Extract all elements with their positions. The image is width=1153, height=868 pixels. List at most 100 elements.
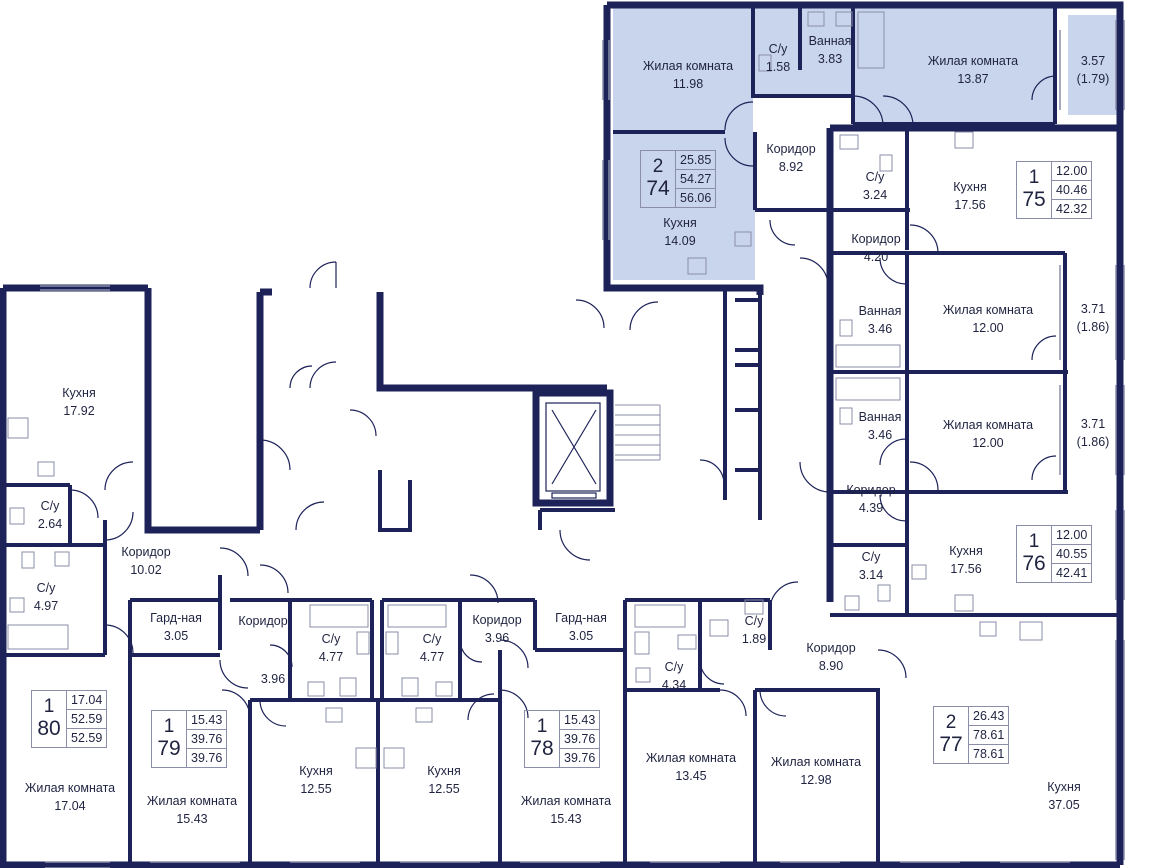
room-name: Жилая комната: [942, 417, 1034, 432]
room-area: 1.58: [765, 60, 791, 74]
room-name: Коридор: [851, 231, 901, 246]
balcony-reduced-area: (1.79): [1076, 72, 1110, 86]
room-name: Ванная: [808, 33, 852, 48]
apartment-rooms: 1: [1028, 167, 1040, 188]
room-area: 4.97: [33, 599, 59, 613]
room-name: Коридор: [472, 612, 522, 627]
apartment-number: 74: [646, 177, 670, 200]
room-name: Кухня: [427, 763, 461, 778]
room-area: 3.96: [260, 671, 286, 686]
room-name: Жилая комната: [770, 754, 862, 769]
total-area: 40.55: [1052, 545, 1092, 564]
room-area: 15.43: [550, 812, 582, 826]
living-area: 15.43: [560, 711, 600, 730]
room-area: 3.24: [862, 188, 888, 202]
apartment-number: 80: [37, 717, 61, 740]
room-area: 3.05: [163, 629, 189, 643]
living-area: 12.00: [1052, 526, 1092, 545]
living-area: 25.85: [676, 151, 716, 170]
apartment-rooms: 2: [945, 712, 957, 733]
room-name: Жилая комната: [24, 780, 116, 795]
room-name: Ванная: [858, 303, 902, 318]
room-label: Жилая комната 13.87: [928, 52, 1018, 88]
room-name: Жилая комната: [146, 793, 238, 808]
total-area-with-balcony: 52.59: [71, 731, 103, 745]
apartment-rooms: 1: [1028, 531, 1040, 552]
room-name: Жилая комната: [642, 58, 734, 73]
room-name: Жилая комната: [942, 302, 1034, 317]
room-area: 13.45: [675, 769, 707, 783]
total-area: 78.61: [969, 726, 1009, 745]
interior-walls: [3, 8, 1117, 865]
room-area: 17.04: [54, 799, 86, 813]
room-label: Жилая комната 12.98: [771, 753, 861, 789]
balcony-label: 3.57 (1.79): [1077, 52, 1110, 88]
total-area-with-balcony: 56.06: [680, 191, 712, 205]
room-area: 4.20: [863, 250, 889, 264]
living-area: 12.00: [1052, 162, 1092, 181]
room-area: 4.39: [858, 501, 884, 515]
room-area: 3.46: [867, 428, 893, 442]
room-label: Гард-ная 3.05: [150, 609, 202, 645]
room-area: 8.92: [778, 160, 804, 174]
room-area: 3.05: [568, 629, 594, 643]
room-area: 12.00: [972, 436, 1004, 450]
total-area-with-balcony: 42.32: [1056, 202, 1088, 216]
apartment-number: 79: [157, 737, 181, 760]
room-name: Жилая комната: [520, 793, 612, 808]
elevator-shaft: [545, 402, 601, 499]
room-name: С/у: [768, 41, 788, 56]
room-name: С/у: [865, 169, 885, 184]
room-label: 3.96: [261, 670, 285, 688]
apartment-number: 78: [530, 737, 554, 760]
balcony-area: 3.71: [1080, 301, 1106, 316]
room-label: Коридор: [238, 612, 287, 630]
balcony-reduced-area: (1.86): [1076, 320, 1110, 334]
apartment-rooms: 2: [652, 156, 664, 177]
room-name: С/у: [321, 631, 341, 646]
living-area: 17.04: [67, 691, 107, 710]
living-area: 26.43: [969, 707, 1009, 726]
total-area: 52.59: [67, 710, 107, 729]
room-area: 4.77: [318, 650, 344, 664]
doors: [69, 75, 1057, 727]
room-label: С/у 4.77: [319, 630, 343, 666]
room-label: Кухня 17.56: [953, 178, 986, 214]
room-name: Коридор: [121, 544, 171, 559]
total-area-with-balcony: 39.76: [191, 751, 223, 765]
room-label: Коридор 4.20: [851, 230, 900, 266]
room-name: Кухня: [953, 179, 987, 194]
room-name: Гард-ная: [150, 610, 202, 625]
balcony-area: 3.57: [1080, 53, 1106, 68]
room-area: 17.56: [950, 562, 982, 576]
room-area: 12.98: [800, 773, 832, 787]
room-label: С/у 3.24: [863, 168, 887, 204]
room-area: 13.87: [957, 72, 989, 86]
total-area-with-balcony: 78.61: [973, 747, 1005, 761]
room-name: Жилая комната: [927, 53, 1019, 68]
apartment-rooms: 1: [43, 696, 55, 717]
room-area: 12.55: [300, 782, 332, 796]
room-name: Кухня: [663, 215, 697, 230]
total-area-with-balcony: 42.41: [1056, 566, 1088, 580]
total-area: 39.76: [560, 730, 600, 749]
room-area: 4.77: [419, 650, 445, 664]
room-area: 17.56: [954, 198, 986, 212]
